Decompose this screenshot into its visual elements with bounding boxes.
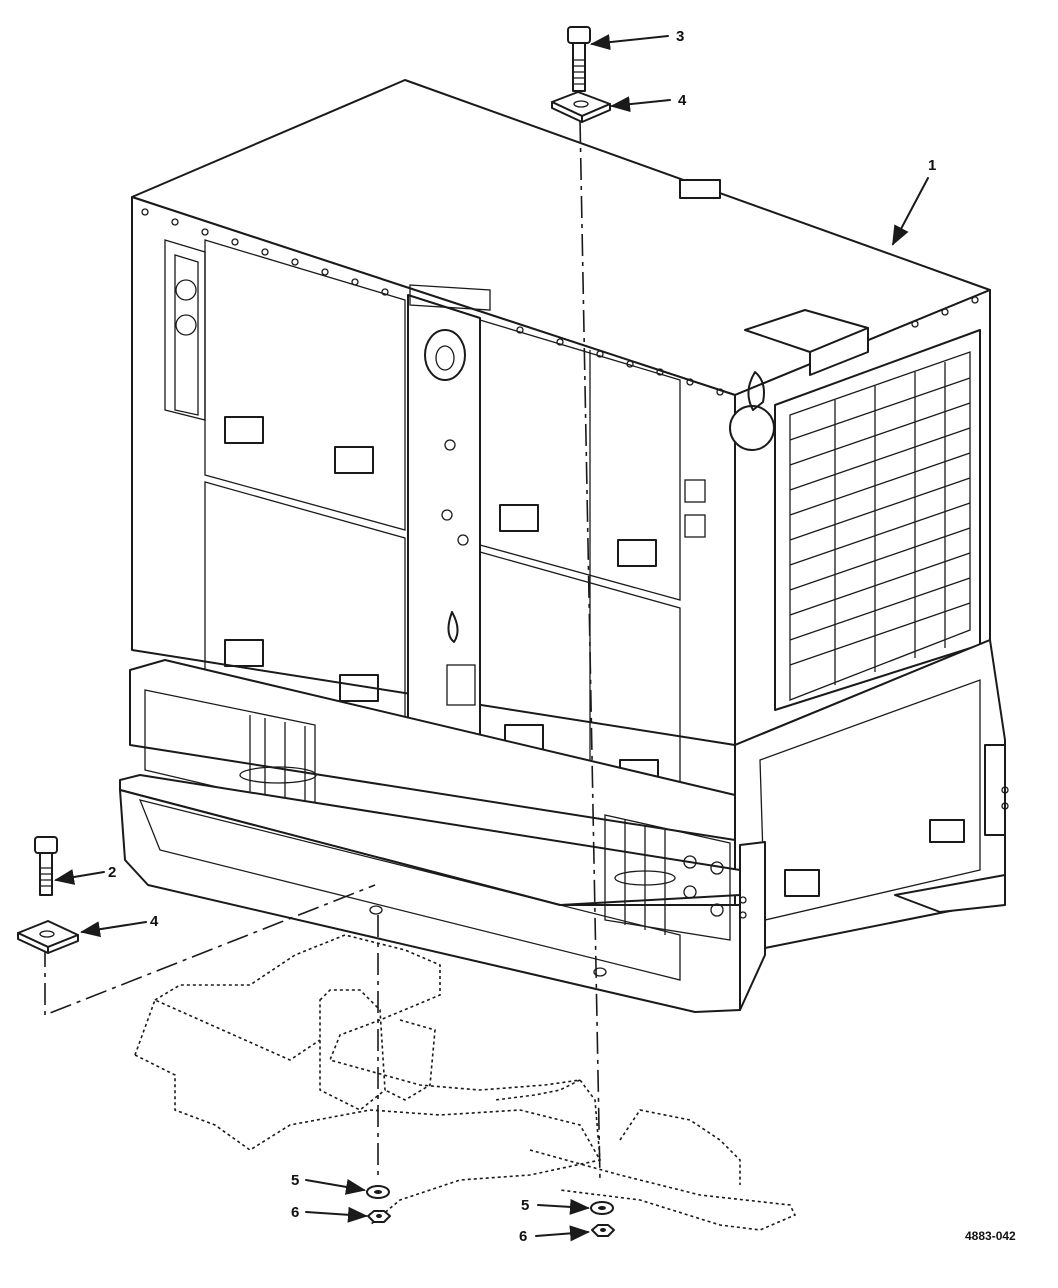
callout-4-lower: 4 <box>150 913 159 930</box>
callout-1: 1 <box>928 157 936 174</box>
callout-5-left: 5 <box>291 1172 299 1189</box>
callout-5-right: 5 <box>521 1197 529 1214</box>
callout-6-left: 6 <box>291 1204 299 1221</box>
figure-number: 4883-042 <box>965 1229 1016 1243</box>
hardware-bolt-2 <box>35 837 57 895</box>
callout-4-upper: 4 <box>678 92 687 109</box>
callout-2: 2 <box>108 864 116 881</box>
hardware-plate-4-upper <box>552 92 610 122</box>
callout-6-right: 6 <box>519 1228 527 1245</box>
hardware-plate-4-lower <box>18 921 78 953</box>
hardware-bolt-3 <box>568 27 590 91</box>
callout-3: 3 <box>676 28 684 45</box>
hardware-washers-nuts <box>367 1186 614 1236</box>
